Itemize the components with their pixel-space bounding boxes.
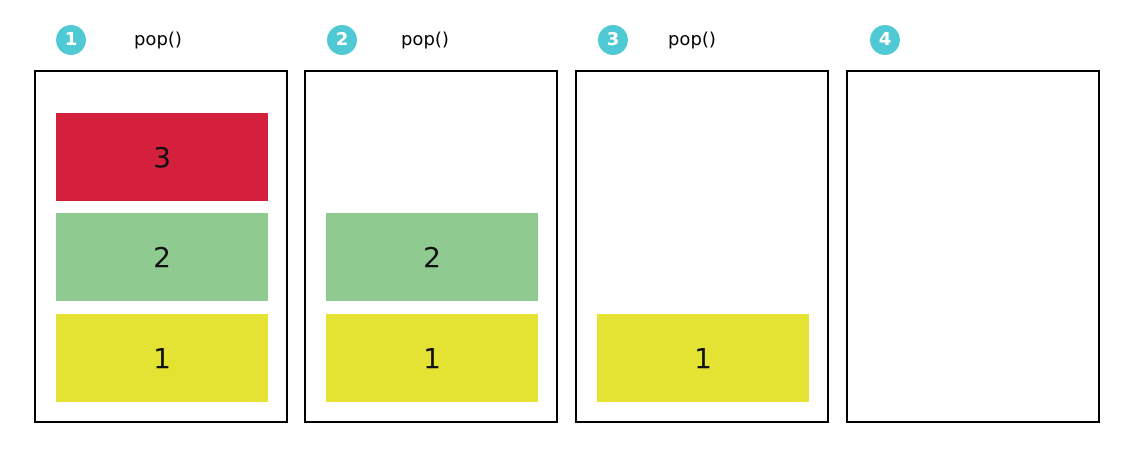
step-1-badge: 1 — [56, 25, 86, 55]
step-3-stack-panel: 1 — [575, 70, 829, 423]
step-4-stack-panel — [846, 70, 1100, 423]
step-4-badge: 4 — [870, 25, 900, 55]
step-1-stack-panel: 3 2 1 — [34, 70, 288, 423]
step-2-badge: 2 — [327, 25, 357, 55]
step-2-stack-item-1: 1 — [326, 314, 538, 402]
step-2-stack-panel: 2 1 — [304, 70, 558, 423]
step-3-stack-item-1: 1 — [597, 314, 809, 402]
step-1-stack-item-3: 3 — [56, 113, 268, 201]
step-3-badge: 3 — [598, 25, 628, 55]
step-1-stack-item-2: 2 — [56, 213, 268, 301]
step-3-operation-label: pop() — [668, 29, 716, 50]
step-2-stack-item-2: 2 — [326, 213, 538, 301]
step-2-operation-label: pop() — [401, 29, 449, 50]
step-1-operation-label: pop() — [134, 29, 182, 50]
step-1-stack-item-1: 1 — [56, 314, 268, 402]
